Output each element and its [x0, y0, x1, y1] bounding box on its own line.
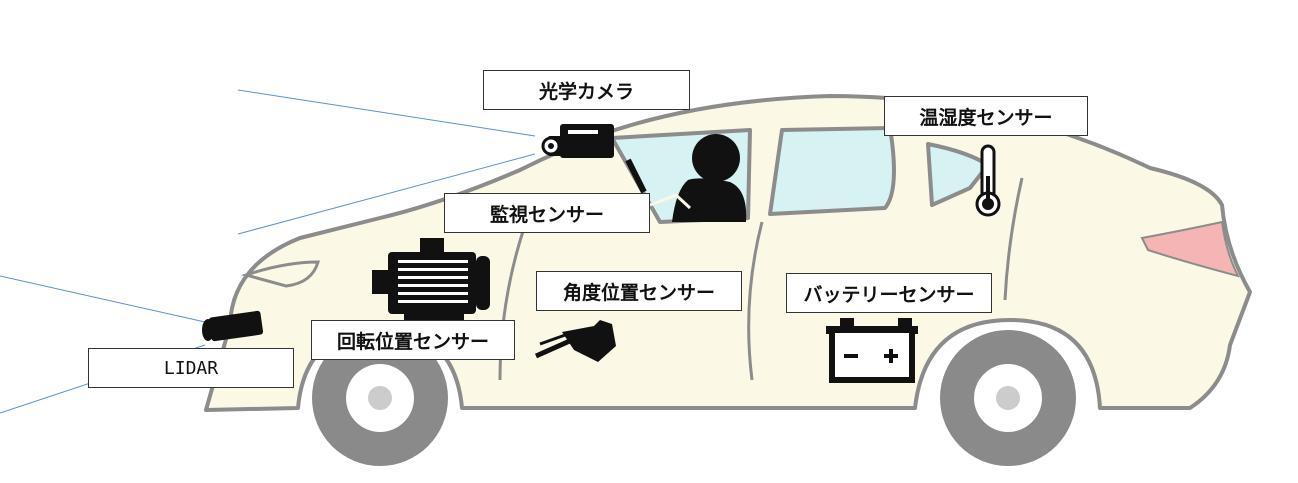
rear-wheel — [940, 330, 1076, 466]
optical-camera-label: 光学カメラ — [483, 70, 690, 110]
rear-window — [768, 126, 896, 216]
door-line-rear — [1003, 177, 1024, 301]
camera-beam-upper — [237, 89, 536, 137]
motor-icon — [372, 238, 490, 322]
front-wheel — [312, 330, 448, 466]
door-line-front — [498, 224, 527, 381]
temp-humidity-sensor-label: 温湿度センサー — [884, 96, 1088, 136]
door-line-middle — [747, 221, 764, 381]
lidar-beam-upper — [0, 275, 206, 323]
camera-beam-lower — [237, 153, 536, 235]
camera-icon — [541, 124, 614, 158]
driver-icon — [625, 134, 747, 222]
tail-light — [1140, 220, 1240, 278]
lidar-sensor-icon — [202, 310, 264, 342]
quarter-window — [926, 142, 990, 207]
rotation-position-sensor-label: 回転位置センサー — [311, 320, 515, 360]
angle-position-sensor-label: 角度位置センサー — [536, 271, 742, 311]
battery-sensor-label: バッテリーセンサー — [786, 273, 992, 313]
battery-icon — [826, 318, 918, 383]
lidar-label: LIDAR — [88, 348, 294, 388]
pedal-icon — [534, 320, 616, 362]
headlight — [240, 260, 320, 288]
monitoring-sensor-label: 監視センサー — [444, 193, 650, 233]
thermometer-icon — [975, 144, 1001, 217]
